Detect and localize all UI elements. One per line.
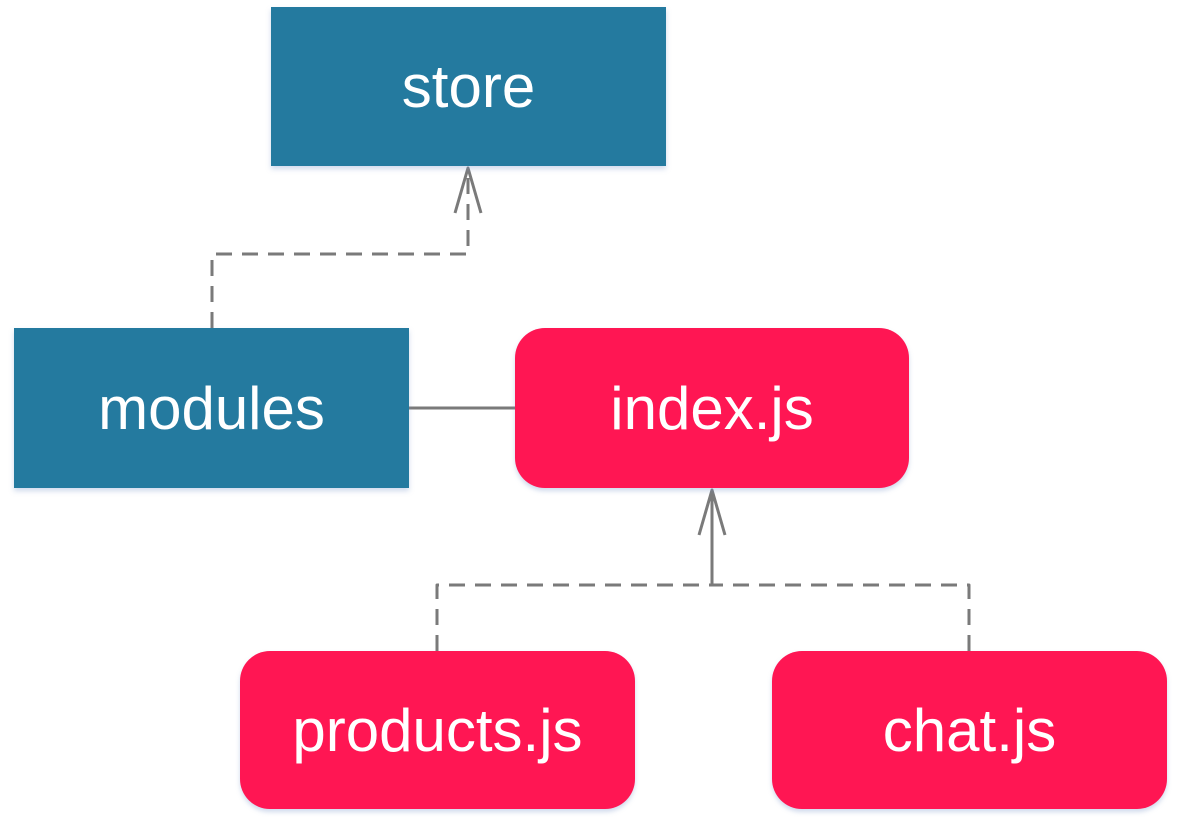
store-arrowhead — [453, 166, 483, 214]
chat-js-node: chat.js — [772, 651, 1167, 809]
products-js-label: products.js — [292, 696, 583, 764]
store-node: store — [271, 7, 666, 166]
index-js-label: index.js — [610, 374, 814, 442]
modules-node: modules — [14, 328, 409, 488]
index-arrowhead — [697, 488, 727, 536]
index-js-node: index.js — [515, 328, 909, 488]
modules-to-store-connector — [210, 168, 470, 328]
chat-js-label: chat.js — [882, 696, 1057, 764]
store-label: store — [401, 53, 536, 120]
chat-to-index-connector — [712, 583, 971, 651]
products-to-index-connector — [435, 583, 712, 651]
products-js-node: products.js — [240, 651, 635, 809]
modules-label: modules — [98, 374, 325, 442]
